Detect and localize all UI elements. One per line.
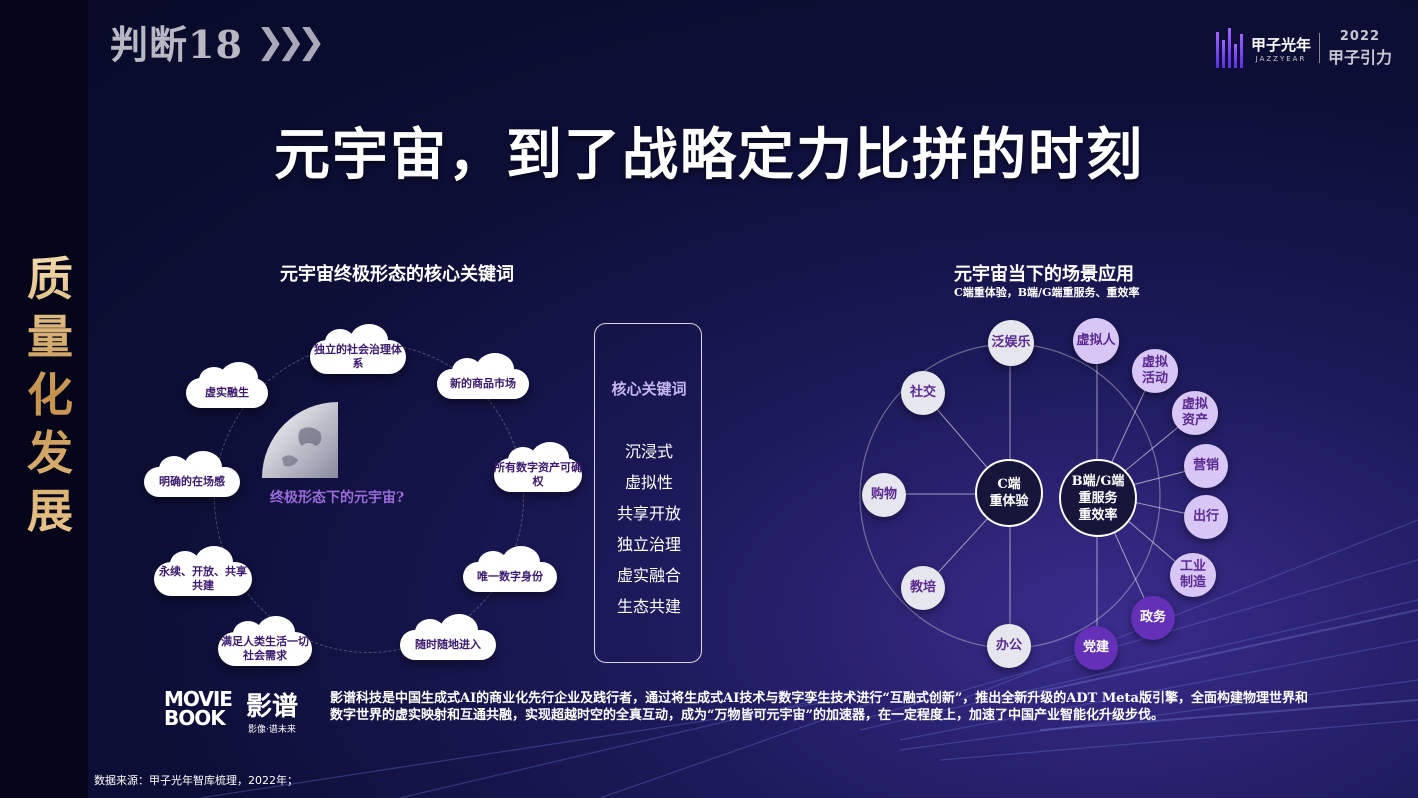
node-office: 办公 bbox=[987, 624, 1031, 668]
data-source: 数据来源：甲子光年智库梳理，2022年； bbox=[94, 774, 298, 787]
node-social: 社交 bbox=[901, 371, 945, 415]
cloud-item: 唯一数字身份 bbox=[463, 546, 557, 592]
node-virtual-event: 虚拟活动 bbox=[1132, 349, 1178, 393]
keywords-box bbox=[594, 323, 702, 663]
cloud-item: 新的商品市场 bbox=[437, 353, 529, 399]
moviebook-logo-cn: 影谱 bbox=[246, 692, 299, 722]
chevrons-icon: ❯❯❯ bbox=[256, 22, 326, 62]
hub-business: B端/G端重服务重效率 bbox=[1059, 459, 1137, 537]
keyword-item: 沉浸式 bbox=[624, 442, 673, 461]
right-section-subtitle: C端重体验，B端/G端重服务、重效率 bbox=[954, 286, 1140, 299]
brand-divider bbox=[1318, 33, 1320, 63]
hub-consumer: C端重体验 bbox=[975, 459, 1043, 527]
cloud-item: 独立的社会治理体系 bbox=[310, 324, 406, 374]
brand-logo: 甲子光年 JAZZYEAR 2022 甲子引力 bbox=[1215, 28, 1392, 68]
brand-mark-icon bbox=[1215, 28, 1243, 68]
moviebook-logo: MOVIEBOOK bbox=[164, 687, 233, 730]
judgement-number: 判断18 bbox=[110, 22, 243, 67]
node-marketing: 营销 bbox=[1184, 444, 1228, 488]
left-section-title: 元宇宙终极形态的核心关键词 bbox=[280, 264, 514, 285]
brand-year: 2022 bbox=[1339, 28, 1381, 44]
cloud-item: 随时随地进入 bbox=[400, 614, 496, 660]
page-title: 元宇宙，到了战略定力比拼的时刻 bbox=[274, 122, 1144, 188]
node-education: 教培 bbox=[901, 566, 945, 610]
keywords-list: 沉浸式 虚拟性 共享开放 独立治理 虚实融合 生态共建 bbox=[594, 436, 704, 622]
keyword-item: 生态共建 bbox=[616, 597, 681, 616]
right-section-title: 元宇宙当下的场景应用 bbox=[954, 264, 1134, 285]
cloud-item: 满足人类生活一切社会需求 bbox=[218, 616, 312, 666]
keyword-item: 虚实融合 bbox=[616, 566, 681, 585]
moviebook-tagline: 影像·谱未来 bbox=[248, 725, 296, 735]
cloud-item: 所有数字资产可确权 bbox=[494, 442, 582, 492]
center-question-label: 终极形态下的元宇宙? bbox=[270, 490, 405, 506]
globe-icon bbox=[262, 402, 338, 478]
cloud-item: 明确的在场感 bbox=[144, 451, 240, 497]
node-manufacturing: 工业制造 bbox=[1170, 553, 1216, 597]
node-entertainment: 泛娱乐 bbox=[988, 320, 1034, 366]
brand-tagline: 甲子引力 bbox=[1327, 47, 1392, 67]
brand-name: 甲子光年 bbox=[1250, 35, 1311, 54]
brand-subtitle: JAZZYEAR bbox=[1255, 54, 1307, 63]
node-shopping: 购物 bbox=[862, 473, 906, 517]
company-description: 影谱科技是中国生成式AI的商业化先行企业及践行者，通过将生成式AI技术与数字孪生… bbox=[330, 691, 1308, 723]
keyword-item: 独立治理 bbox=[616, 535, 681, 554]
left-dark-strip bbox=[0, 0, 88, 798]
keyword-item: 共享开放 bbox=[616, 504, 681, 523]
side-vertical-label: 质量化发展 bbox=[22, 250, 78, 540]
cloud-item: 永续、开放、共享共建 bbox=[154, 546, 252, 596]
cloud-item: 虚实融生 bbox=[186, 362, 268, 408]
node-virtual-asset: 虚拟资产 bbox=[1172, 391, 1218, 435]
keywords-title: 核心关键词 bbox=[611, 380, 687, 398]
node-virtual-human: 虚拟人 bbox=[1073, 318, 1119, 364]
node-party-building: 党建 bbox=[1074, 626, 1118, 670]
node-mobility: 出行 bbox=[1184, 495, 1228, 539]
node-government: 政务 bbox=[1131, 596, 1175, 640]
keyword-item: 虚拟性 bbox=[624, 473, 673, 492]
